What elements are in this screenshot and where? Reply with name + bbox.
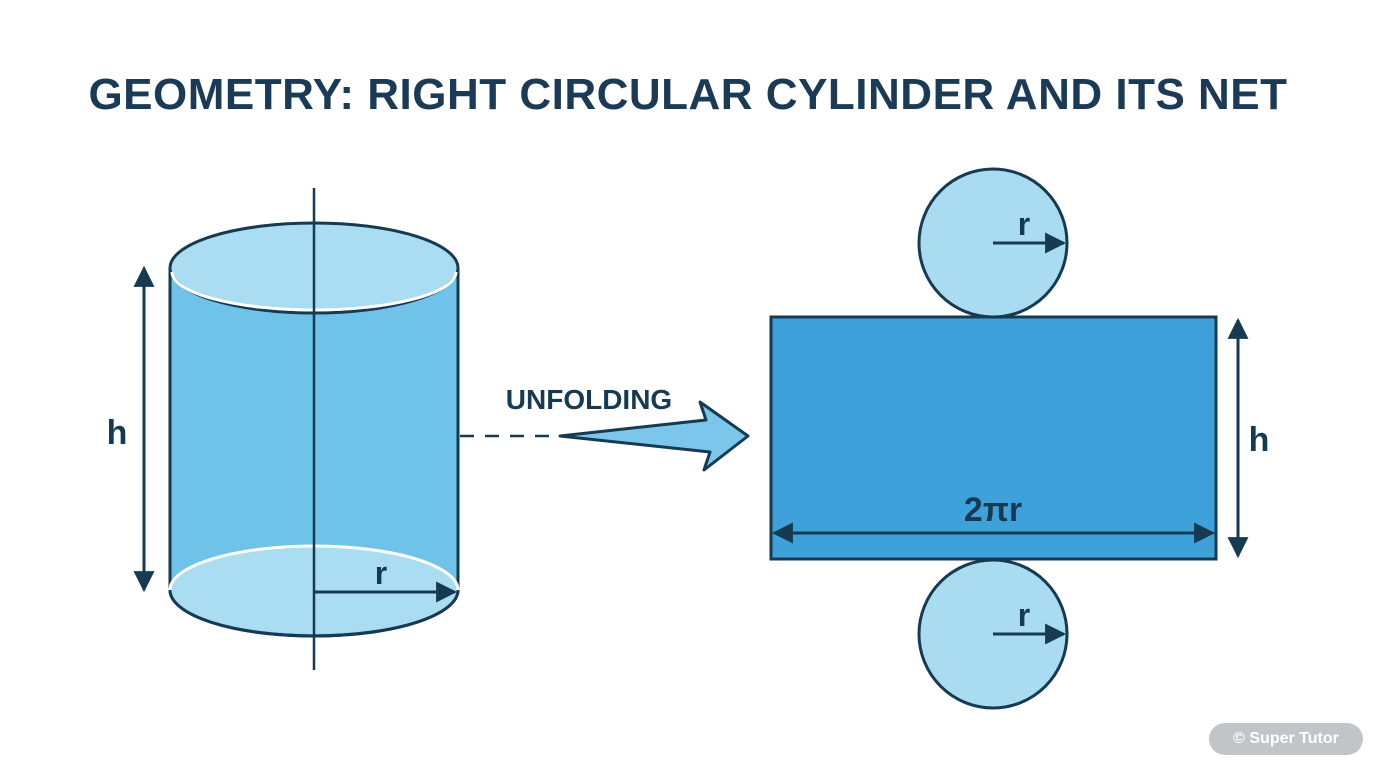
cylinder-radius-label: r [375, 555, 387, 591]
cylinder-height-label: h [107, 414, 128, 452]
unfolding-label: UNFOLDING [506, 384, 672, 415]
net-top-radius-label: r [1018, 206, 1030, 242]
cylinder-net: r 2πr h r [769, 167, 1270, 710]
cylinder: r h [107, 188, 460, 670]
net-width-label: 2πr [964, 491, 1022, 529]
unfolding-arrow [558, 400, 750, 472]
watermark-badge: © Super Tutor [1209, 723, 1363, 755]
net-rectangle [769, 315, 1218, 561]
net-height-label: h [1249, 421, 1270, 459]
net-bottom-radius-label: r [1018, 597, 1030, 633]
unfolding-transition: UNFOLDING [460, 384, 750, 472]
page-title: GEOMETRY: RIGHT CIRCULAR CYLINDER AND IT… [88, 70, 1287, 119]
